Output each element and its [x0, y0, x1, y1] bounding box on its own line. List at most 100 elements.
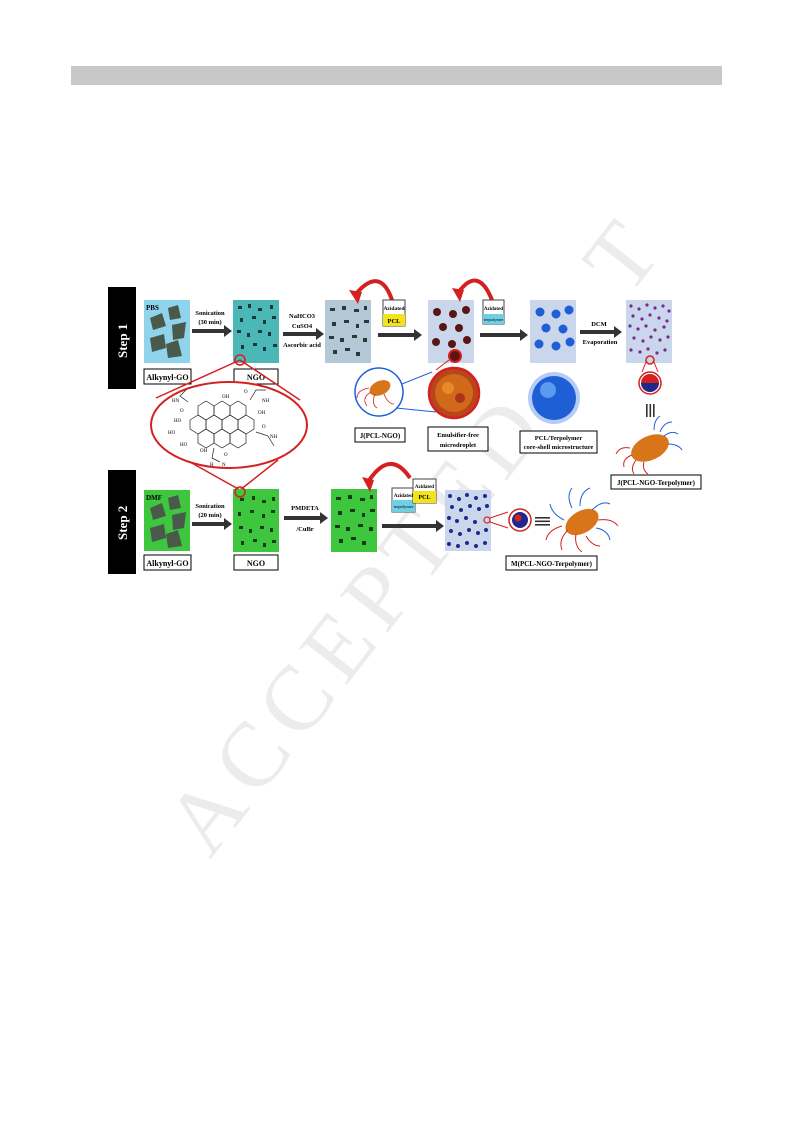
chem-nh2: NH [270, 435, 278, 440]
ngo-label: NGO [247, 373, 265, 382]
dmf-label: DMF [146, 494, 162, 502]
beaker-terpolymer-icon [482, 299, 505, 325]
ngo-dots-icon [237, 304, 277, 351]
arrow-icon [192, 518, 232, 530]
chem-ho1: HO [174, 419, 182, 424]
beaker-pcl-icon [382, 299, 406, 327]
sonication-time: (30 min) [198, 319, 221, 326]
arrow-icon [284, 512, 328, 524]
chem-o2: O [244, 390, 248, 395]
step-1-label-bg [108, 287, 136, 389]
ngo-label-2: NGO [247, 559, 265, 568]
j-pcl-ngo-terp-label-box [610, 474, 702, 490]
reagent-cubr: /CuBr [295, 526, 313, 533]
chem-oh1: OH [222, 395, 230, 400]
core-shell-sphere-icon [528, 372, 580, 424]
equivalence-icon [646, 404, 655, 417]
core-shell-label-a: PCL/Terpolymer [535, 435, 583, 442]
beaker-pcl-label-a-2: Azidated [415, 485, 434, 490]
beaker-terpolymer-icon [391, 487, 416, 513]
chem-h: H [210, 463, 214, 468]
sonication-label: Sonication [195, 310, 225, 317]
alkynyl-go-label: Alkynyl-GO [146, 373, 188, 382]
go-flakes-icon [150, 305, 186, 358]
reagent-cuso4: CuSO4 [292, 323, 313, 330]
dark-droplets-icon [432, 306, 471, 348]
ngo-sheets-icon [329, 306, 369, 356]
chem-hn: HN [172, 399, 180, 404]
alkynyl-go-label-box [143, 368, 192, 385]
chem-nh1: NH [262, 399, 270, 404]
accepted-watermark: ACCEPTED T [145, 203, 678, 872]
janus-particle-icon [615, 415, 683, 475]
emulsifier-label-b: microdroplet [440, 442, 477, 449]
step-2-label: Step 2 [115, 506, 130, 540]
arrow-icon [382, 520, 444, 532]
beaker-terp-label-a: Azidated [484, 307, 503, 312]
janus-zoom-marker [645, 355, 655, 365]
pbs-label: PBS [146, 304, 159, 312]
curved-red-arrow-icon [366, 461, 412, 484]
core-shell-label-b: core-shell microstructure [524, 444, 594, 451]
beaker-terp-label-b-2: terpolymer [394, 504, 414, 509]
watermark-text-right: T [563, 203, 678, 310]
ngo-zoom-marker [234, 354, 246, 366]
emulsifier-label-box [427, 426, 489, 452]
beaker-pcl-icon [412, 478, 437, 504]
m-particles-panel [445, 490, 491, 551]
curved-red-arrow-icon [456, 278, 494, 301]
beaker-pcl-label-b: PCL [388, 318, 402, 325]
reagent-ascorbic-acid: Ascorbic acid [283, 342, 321, 349]
chem-oh2: OH [258, 411, 266, 416]
beaker-terp-label-b: terpolymer [484, 317, 504, 322]
droplet-zoom-marker [448, 349, 462, 363]
arrow-icon [192, 325, 232, 337]
go-flakes-icon [150, 495, 186, 548]
chem-o1: O [180, 409, 184, 414]
ngo-sheets-icon [335, 495, 375, 545]
chem-ho3: HO [180, 443, 188, 448]
m-pcl-ngo-terp-label: M(PCL-NGO-Terpolymer) [511, 560, 593, 568]
equivalence-icon [535, 517, 550, 526]
blue-spheres-icon [534, 305, 575, 351]
janus-dots-icon [628, 303, 671, 355]
step-2-label-bg [108, 470, 136, 574]
chem-ho2: HO [168, 431, 176, 436]
arrow-icon [480, 329, 528, 341]
chem-n: N [222, 463, 226, 468]
ngo-zoom-marker-2 [234, 486, 246, 498]
arrow-icon [580, 326, 622, 338]
chem-oh3: OH [200, 449, 208, 454]
step-2-row: Step 2 DMF Alkynyl-GO Sonication (20 min… [108, 461, 619, 574]
j-pcl-ngo-label: J(PCL-NGO) [360, 432, 401, 440]
sonication-time-2: (20 min) [198, 512, 221, 519]
beaker-pcl-label-b-2: PCL [419, 495, 431, 501]
reagent-pmdeta: PMDETA [291, 505, 319, 512]
arrow-icon [378, 329, 422, 341]
alkynyl-go-label-box-2 [143, 554, 192, 571]
j-pcl-ngo-label-box [354, 427, 406, 443]
step-1-label: Step 1 [115, 324, 130, 358]
ngo-chemical-structure: HN O HO HO OH O NH OH O NH HO OH O H N [150, 359, 308, 491]
m-dots-icon [447, 493, 489, 548]
j-pcl-ngo-terp-label: J(PCL-NGO-Terpolymer) [617, 479, 696, 487]
beaker-pcl-label-a: Azidated [383, 306, 404, 312]
beaker-terp-label-a-2: Azidated [394, 494, 413, 499]
header-bar [71, 66, 722, 85]
reagent-nahco3: NaHCO3 [289, 313, 316, 320]
chem-o3: O [262, 425, 266, 430]
m-particle-icon [545, 487, 619, 553]
curved-red-arrow-icon [353, 279, 394, 301]
ngo-dots-icon [238, 496, 276, 547]
janus-particles-panel [626, 300, 672, 363]
arrow-icon [283, 328, 324, 340]
dcm-label: DCM [591, 321, 607, 328]
chem-o4: O [224, 453, 228, 458]
sonication-label-2: Sonication [195, 503, 225, 510]
evaporation-label: Evaporation [583, 339, 618, 346]
step-1-row: Step 1 PBS Alkynyl-GO Sonication (30 min… [108, 278, 702, 490]
m-pcl-ngo-terp-label-box [505, 555, 598, 571]
core-shell-label-box [519, 430, 598, 454]
ngo-label-box-2 [233, 554, 279, 571]
